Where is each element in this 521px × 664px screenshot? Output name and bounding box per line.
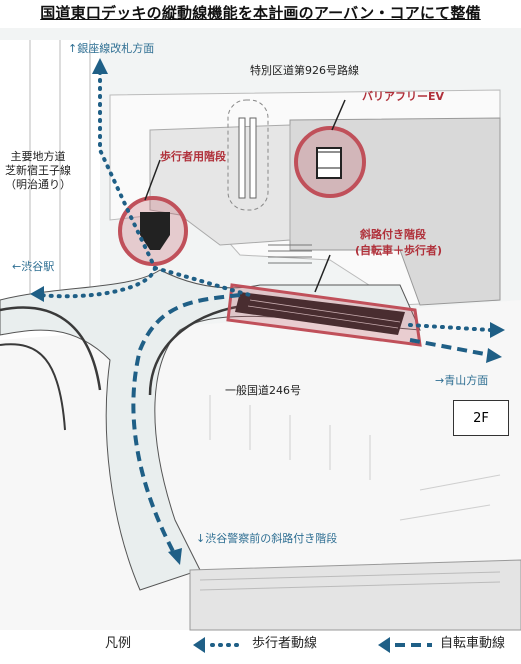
label-route246: 一般国道246号 — [225, 384, 301, 397]
stair-hatch — [268, 244, 312, 264]
pedestrian-stairs-icon — [140, 212, 170, 250]
sloped-stairs-pointer — [314, 254, 331, 293]
building-gray — [289, 117, 501, 306]
label-police-slope: ↓渋谷警察前の斜路付き階段 — [196, 532, 338, 545]
label-sloped-stairs-sub: (自転車＋歩行者) — [355, 244, 443, 257]
left-road-lines — [29, 40, 91, 300]
legend-pedestrian-label: 歩行者動線 — [252, 636, 318, 651]
sloped-stairs-highlight — [226, 283, 422, 347]
dashed-structure — [227, 99, 269, 211]
stair-bar-1 — [238, 117, 246, 199]
label-main-road: 主要地方道 芝新宿王子線 （明治通り） — [5, 150, 71, 192]
sloped-stairs-steps — [247, 299, 401, 329]
sloped-stairs-bar — [235, 292, 405, 335]
main-road-line-1: 主要地方道 — [10, 150, 66, 163]
pedestrian-route — [38, 70, 492, 332]
pedestrian-arrow-left — [30, 286, 44, 302]
legend-bicycle-symbol — [378, 637, 432, 653]
road-curve — [0, 343, 66, 431]
pedestrian-stairs-pointer — [144, 159, 161, 201]
label-shibuya-station: ←渋谷駅 — [12, 260, 55, 273]
diagram-title: 国道東口デッキの縦動線機能を本計画のアーバン・コアにて整備 — [40, 4, 481, 22]
floor-badge: 2F — [453, 400, 509, 436]
ev-icon — [316, 147, 342, 179]
label-ginza-gate: ↑銀座線改札方面 — [68, 42, 155, 55]
bicycle-arrow-right — [486, 348, 502, 363]
legend-title: 凡例 — [105, 636, 132, 651]
main-road-line-2: 芝新宿王子線 — [5, 164, 71, 177]
label-barrier-free-ev: バリアフリーEV — [362, 90, 445, 103]
lower-hatch — [199, 571, 501, 591]
deck-curve-left — [0, 306, 102, 391]
pedestrian-arrow-right — [490, 322, 505, 338]
legend-bicycle-label: 自転車動線 — [440, 636, 506, 651]
legend-pedestrian-symbol — [193, 637, 242, 653]
ev-pointer — [331, 99, 346, 131]
label-pedestrian-stairs: 歩行者用階段 — [160, 150, 226, 163]
deck-curve-right — [148, 303, 251, 396]
label-sloped-stairs: 斜路付き階段 — [360, 228, 426, 241]
label-route926: 特別区道第926号路線 — [250, 64, 359, 77]
bicycle-arrow-down — [168, 548, 182, 565]
label-aoyama: →青山方面 — [435, 374, 489, 387]
pedestrian-arrow-up — [92, 58, 108, 74]
stair-bar-2 — [249, 117, 257, 199]
road-markings — [209, 395, 501, 521]
main-road-line-3: （明治通り） — [5, 178, 71, 191]
bicycle-route — [131, 293, 491, 556]
lower-building — [189, 559, 521, 631]
